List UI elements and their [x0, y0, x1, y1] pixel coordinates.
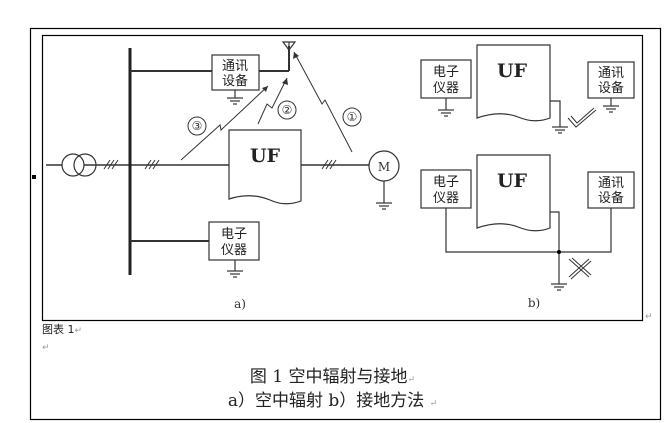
comm-device-label-a-2: 设备	[222, 73, 248, 89]
comm-device-box-b-top	[587, 61, 635, 99]
instrument-label-b-bottom-1: 电子	[433, 175, 459, 190]
three-phase-marks	[103, 159, 337, 170]
ground-icon	[227, 260, 243, 278]
path-label-1: ①	[347, 110, 358, 124]
comm-device-label-a-1: 通讯	[222, 59, 248, 74]
paragraph-mark: ↵	[429, 399, 438, 409]
instrument-label-b-top-2: 仪器	[433, 81, 459, 96]
radiation-path-3	[180, 85, 269, 161]
instrument-label-b-top-1: 电子	[433, 65, 459, 80]
comm-device-box-a	[211, 54, 260, 91]
uf-label-b-top: UF	[497, 60, 528, 82]
sub-label-a: a)	[234, 297, 246, 311]
uf-box-a	[228, 129, 302, 205]
instrument-box-a	[208, 221, 260, 261]
uf-label-b-bottom: UF	[497, 170, 528, 192]
uf-box-b-bottom	[476, 154, 551, 232]
inner-frame	[41, 34, 644, 322]
junction-dot	[557, 250, 561, 254]
comm-device-box-b-bottom	[587, 171, 635, 209]
instrument-box-b-top	[420, 59, 472, 99]
radiation-path-2	[257, 77, 288, 125]
paragraph-mark: ↵	[74, 326, 83, 336]
figure-title: 图 1 空中辐射与接地↵	[0, 362, 665, 387]
figure-subtitle-text: a）空中辐射 b）接地方法	[227, 391, 425, 411]
check-mark-icon	[567, 107, 597, 128]
diagram-b-top	[420, 44, 635, 134]
ground-icon	[552, 126, 568, 134]
figure-subtitle: a）空中辐射 b）接地方法 ↵	[0, 386, 665, 411]
figure-title-text: 图 1 空中辐射与接地	[249, 367, 408, 387]
ground-icon	[376, 181, 392, 210]
comm-device-label-b-top-1: 通讯	[598, 66, 624, 81]
diagram-a	[46, 41, 400, 278]
instrument-label-a-2: 仪器	[221, 243, 247, 258]
path-label-2-circle	[277, 100, 297, 120]
uf-box-b-top	[476, 44, 551, 122]
ground-icon	[438, 98, 454, 117]
path-label-3-circle	[187, 116, 207, 136]
empty-paragraph-mark: ↵	[42, 343, 50, 353]
comm-device-label-b-bottom-1: 通讯	[598, 176, 624, 191]
diagram-b-bottom	[420, 154, 635, 291]
path-label-1-circle	[342, 107, 362, 127]
path-label-2: ②	[282, 103, 293, 117]
ground-icon	[551, 283, 567, 291]
comm-device-label-b-bottom-2: 设备	[598, 190, 624, 206]
ground-icon	[227, 90, 243, 105]
figure-caption-small: 图表 1↵	[42, 321, 82, 337]
instrument-label-a-1: 电子	[221, 227, 247, 242]
instrument-box-b-bottom	[420, 169, 472, 209]
sub-label-b: b)	[528, 296, 540, 310]
instrument-label-b-bottom-2: 仪器	[433, 191, 459, 206]
ground-icon	[603, 98, 619, 113]
radiation-path-1	[293, 51, 353, 153]
antenna-icon	[281, 41, 297, 51]
frame-paragraph-mark: ↵	[645, 312, 653, 322]
cross-mark-icon	[568, 257, 592, 280]
comm-device-label-b-top-2: 设备	[598, 80, 624, 96]
transformer-icon	[61, 153, 97, 177]
outer-frame	[29, 27, 662, 421]
motor-label: M	[378, 160, 390, 174]
path-label-3: ③	[192, 119, 203, 133]
paragraph-mark: ↵	[407, 375, 416, 385]
uf-label-a: UF	[250, 145, 281, 167]
anchor-marker	[32, 175, 36, 179]
caption-small-text: 图表 1	[42, 323, 75, 336]
